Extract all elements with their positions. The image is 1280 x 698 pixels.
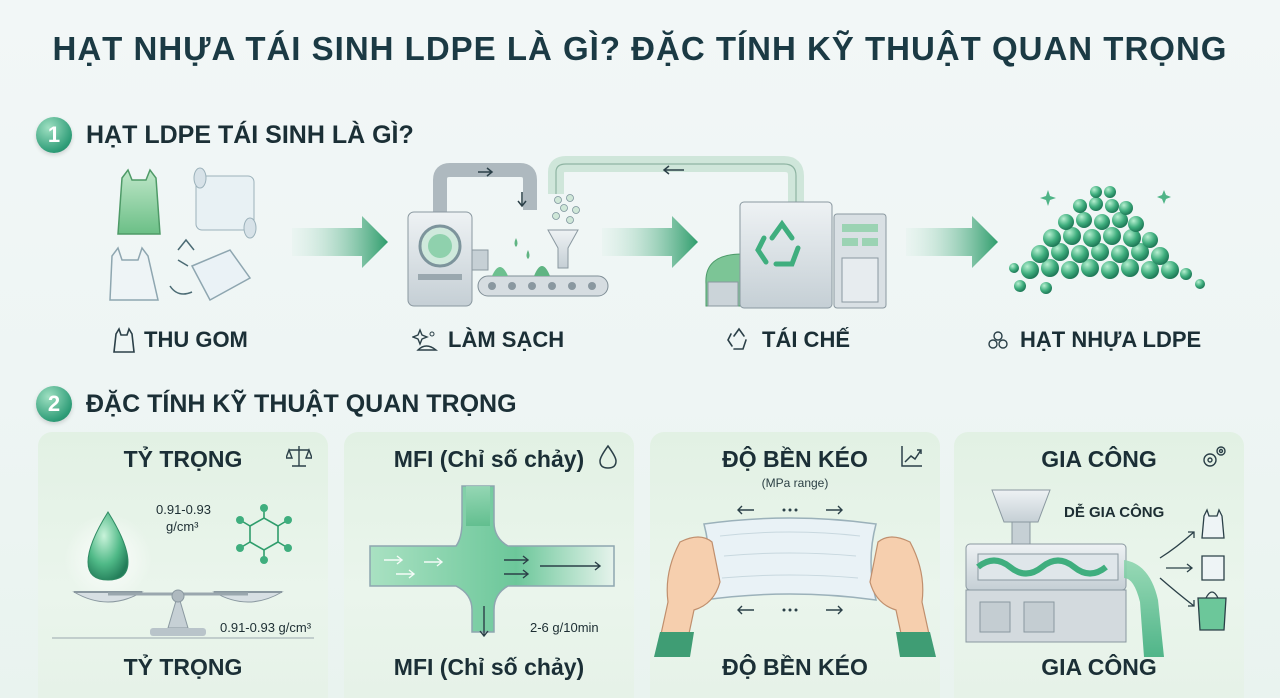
sparkle-icon xyxy=(412,328,438,351)
mfi-value: 2-6 g/10min xyxy=(530,620,599,635)
section-1-heading: HẠT LDPE TÁI SINH LÀ GÌ? xyxy=(86,120,414,149)
card-title: ĐỘ BỀN KÉO xyxy=(722,446,868,472)
bag-icon xyxy=(113,327,135,353)
recycle-icon xyxy=(727,327,747,350)
step-label-text: TÁI CHẾ xyxy=(762,327,850,352)
card-bottom-label: TỶ TRỌNG xyxy=(123,654,243,680)
step-hat-nhua: HẠT NHỰA LDPE xyxy=(984,326,1201,354)
card-subtitle: (MPa range) xyxy=(761,476,829,490)
density-value-bottom: 0.91-0.93 g/cm³ xyxy=(220,620,312,635)
flow-arrow-3 xyxy=(906,216,998,268)
recycling-machine xyxy=(705,201,887,309)
scale-icon xyxy=(286,446,312,467)
section-1-number: 1 xyxy=(36,117,72,153)
card-title: GIA CÔNG xyxy=(1041,446,1157,472)
plastic-bags-illustration xyxy=(109,167,257,302)
step-lam-sach: LÀM SẠCH xyxy=(412,326,564,354)
melt-flow-illustration xyxy=(369,485,615,638)
drop-icon xyxy=(599,444,617,469)
stretching-film-illustration xyxy=(654,505,936,657)
card-ty-trong: TỶ TRỌNG xyxy=(38,432,328,698)
density-value-top: 0.91-0.93 xyxy=(156,502,211,517)
sparkle-marks xyxy=(1040,190,1171,206)
step-label-text: THU GOM xyxy=(144,327,248,352)
card-title: MFI (Chỉ số chảy) xyxy=(393,446,585,472)
card-title: TỶ TRỌNG xyxy=(123,446,243,472)
card-gia-cong: GIA CÔNG DỄ GIA xyxy=(954,432,1244,698)
card-bottom-label: ĐỘ BỀN KÉO xyxy=(722,654,868,680)
card-bottom-label: MFI (Chỉ số chảy) xyxy=(393,654,585,680)
card-mfi: MFI (Chỉ số chảy) 2-6 g/10min MFI (Chỉ s… xyxy=(344,432,634,698)
pellets-icon xyxy=(988,331,1008,349)
balance-scale-illustration xyxy=(52,504,314,639)
cleaning-machine xyxy=(407,163,609,307)
section-2-header: 2 ĐẶC TÍNH KỸ THUẬT QUAN TRỌNG xyxy=(36,386,517,422)
callout-easy-processing: DỄ GIA CÔNG xyxy=(1064,504,1165,521)
flow-arrow-1 xyxy=(292,216,388,268)
extruder-illustration xyxy=(965,489,1227,657)
gears-icon xyxy=(1203,446,1226,467)
process-diagram xyxy=(109,156,1205,309)
step-label-text: HẠT NHỰA LDPE xyxy=(1020,327,1202,352)
card-bottom-label: GIA CÔNG xyxy=(1041,654,1157,680)
card-do-ben-keo: ĐỘ BỀN KÉO (MPa range) ĐỘ BỀN KÉO xyxy=(650,432,940,698)
step-thu-gom: THU GOM xyxy=(112,326,248,354)
density-unit-top: g/cm³ xyxy=(166,519,199,534)
flow-arrow-2 xyxy=(602,216,698,268)
step-label-text: LÀM SẠCH xyxy=(448,327,565,352)
chart-icon xyxy=(901,446,922,467)
section-2-number: 2 xyxy=(36,386,72,422)
step-tai-che: TÁI CHẾ xyxy=(724,326,850,354)
section-1-header: 1 HẠT LDPE TÁI SINH LÀ GÌ? xyxy=(36,117,414,153)
page-title: HẠT NHỰA TÁI SINH LDPE LÀ GÌ? ĐẶC TÍNH K… xyxy=(52,30,1228,67)
pellet-pile xyxy=(1009,186,1205,294)
section-2-heading: ĐẶC TÍNH KỸ THUẬT QUAN TRỌNG xyxy=(86,389,517,418)
